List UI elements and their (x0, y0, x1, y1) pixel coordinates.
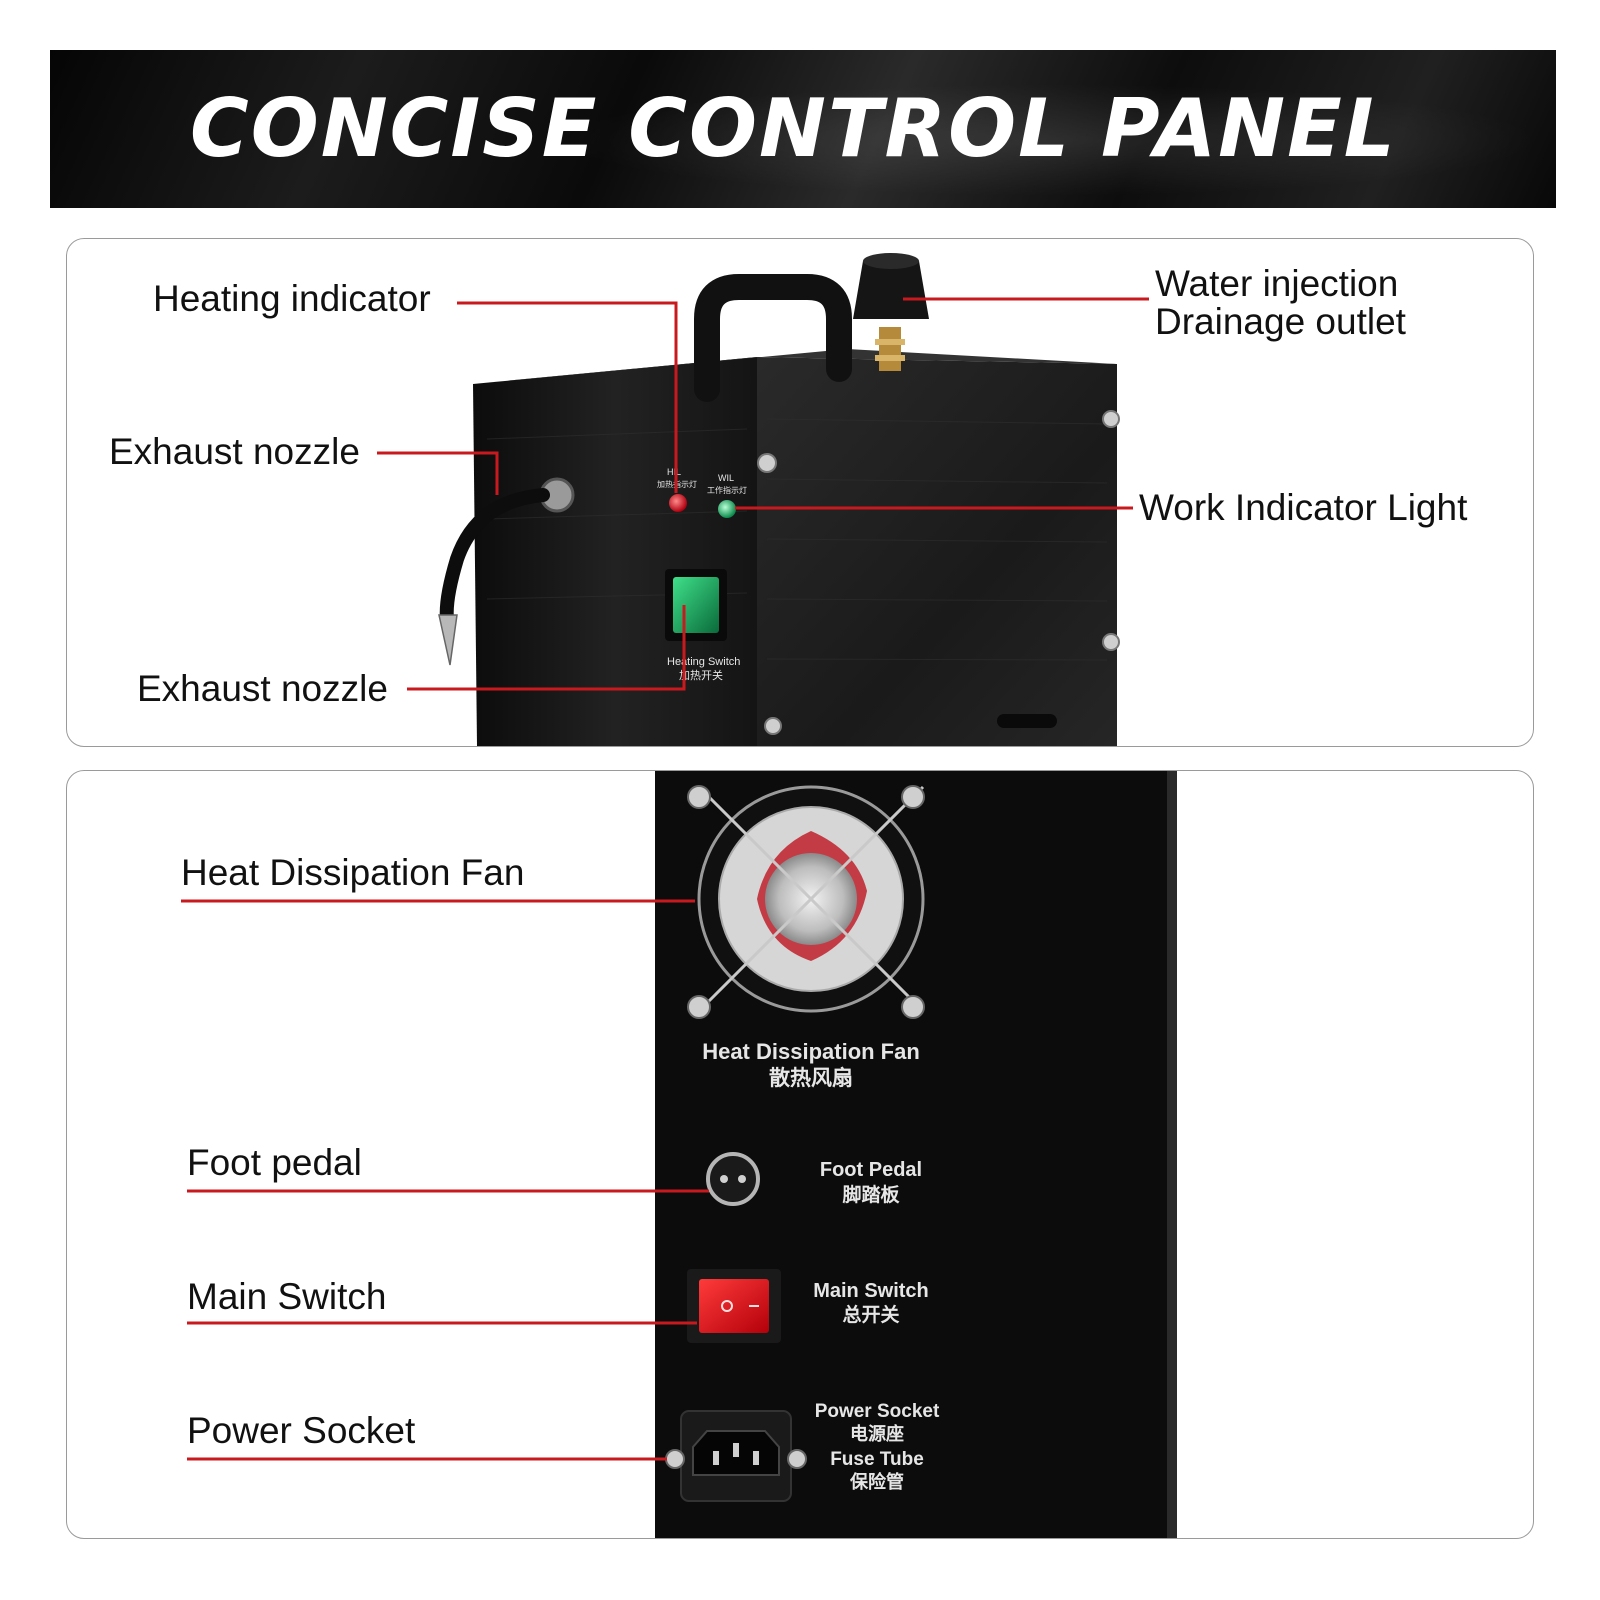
brushed-texture (486, 418, 1108, 661)
heat-dissipation-fan (687, 785, 925, 1019)
rear-view-panel: Heat Dissipation Fan 散热风扇 Foot Pedal 脚踏板… (66, 770, 1534, 1539)
screw-icon (687, 785, 711, 809)
heating-switch-en-label: Heating Switch (667, 656, 740, 668)
screw-icon (764, 717, 782, 735)
fan-cn-label: 散热风扇 (769, 1066, 853, 1090)
steam-machine-front (473, 349, 1120, 746)
screw-icon (665, 1449, 685, 1469)
heating-indicator-leader (457, 301, 678, 493)
callout-exhaust-nozzle-upper: Exhaust nozzle (109, 431, 360, 472)
foot-pedal-cn-label: 脚踏板 (842, 1183, 900, 1206)
power-off-icon (721, 1300, 733, 1312)
hil-code-label: HIL (667, 467, 681, 477)
water-injection-cap[interactable] (853, 253, 929, 371)
wil-cn-label: 工作指示灯 (707, 485, 747, 495)
screw-icon (787, 1449, 807, 1469)
screw-icon (757, 453, 777, 473)
screw-icon (901, 785, 925, 809)
nozzle-tip (438, 614, 458, 666)
machine-side-face (757, 357, 1117, 746)
brass-fitting (879, 327, 901, 371)
screw-icon (687, 995, 711, 1019)
banner-title: CONCISE CONTROL PANEL (190, 82, 1397, 175)
fan-en-label: Heat Dissipation Fan (702, 1039, 920, 1064)
callout-heating-indicator: Heating indicator (153, 278, 431, 319)
power-socket-cn-label: 电源座 (850, 1423, 904, 1444)
machine-front-face (473, 357, 757, 746)
callout-drainage-outlet: Drainage outlet (1155, 301, 1406, 342)
machine-top-edge (473, 349, 1117, 384)
work-indicator-led (718, 500, 736, 518)
callout-heat-dissipation-fan: Heat Dissipation Fan (181, 852, 525, 893)
steam-hose (439, 488, 550, 626)
leader-lines (377, 297, 1149, 691)
screw-icon (901, 995, 925, 1019)
main-switch[interactable] (699, 1279, 769, 1333)
knob-icon (853, 261, 929, 319)
fuse-tube-en-label: Fuse Tube (830, 1449, 924, 1470)
rear-view-illustration: Heat Dissipation Fan 散热风扇 Foot Pedal 脚踏板… (181, 771, 1177, 1538)
exhaust-nozzle-lower-leader (407, 605, 686, 691)
main-switch-en-label: Main Switch (813, 1280, 929, 1302)
screw-icon (1102, 633, 1120, 651)
foot-pedal-en-label: Foot Pedal (820, 1159, 922, 1181)
title-banner: CONCISE CONTROL PANEL (50, 50, 1556, 208)
carry-handle[interactable] (694, 274, 852, 402)
callout-work-indicator-light: Work Indicator Light (1139, 487, 1468, 528)
heating-switch-cn-label: 加热开关 (679, 668, 723, 682)
leader-lines (181, 899, 709, 1461)
main-switch-cn-label: 总开关 (842, 1303, 899, 1326)
callout-water-injection: Water injection (1155, 263, 1399, 304)
front-view-illustration: HIL 加热指示灯 WIL 工作指示灯 Heating Switch 加热开关 (377, 253, 1149, 746)
side-vent (997, 714, 1057, 728)
exhaust-nozzle-upper-leader (377, 451, 499, 495)
front-view-panel: HIL 加热指示灯 WIL 工作指示灯 Heating Switch 加热开关 … (66, 238, 1534, 747)
callout-exhaust-nozzle-lower: Exhaust nozzle (137, 668, 388, 709)
callout-power-socket: Power Socket (187, 1410, 416, 1451)
heating-indicator-led (669, 494, 687, 512)
callout-main-switch: Main Switch (187, 1276, 387, 1317)
screw-icon (1102, 410, 1120, 428)
fuse-tube-cn-label: 保险管 (849, 1471, 904, 1492)
heating-switch[interactable] (673, 577, 719, 633)
exhaust-nozzle-assembly[interactable] (438, 477, 575, 666)
power-socket-en-label: Power Socket (815, 1401, 940, 1422)
wil-code-label: WIL (718, 473, 734, 483)
callout-foot-pedal: Foot pedal (187, 1142, 362, 1183)
foot-pedal-socket-icon[interactable] (706, 1152, 760, 1206)
banner-sheen (50, 50, 1556, 208)
